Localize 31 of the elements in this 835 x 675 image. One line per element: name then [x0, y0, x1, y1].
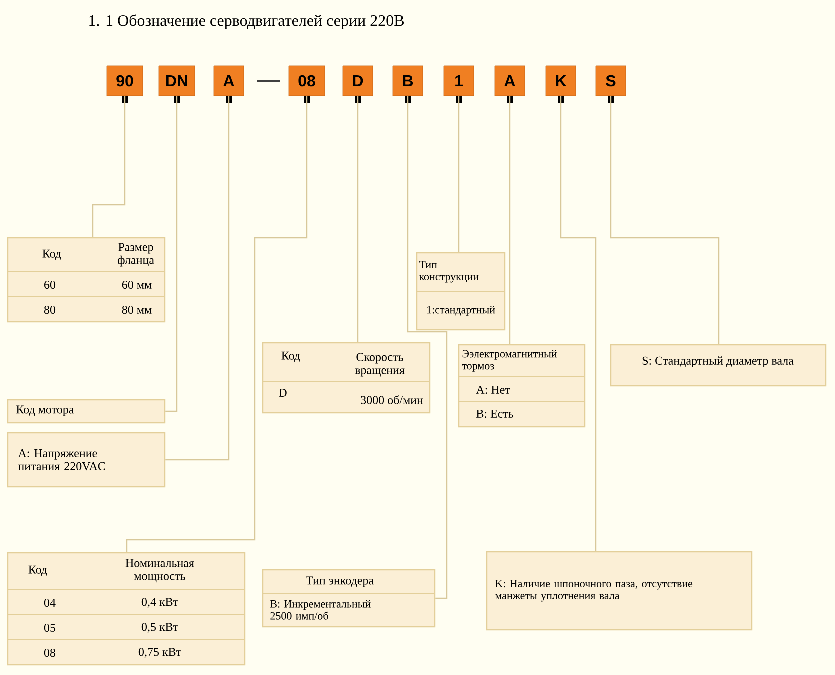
title: 1. 1 Обозначение серводвигателей серии 220В — [90, 14, 404, 30]
code-box: B — [392, 66, 424, 103]
code-box: 08 — [288, 66, 326, 103]
leader-line — [610, 96, 720, 344]
leader-line — [357, 96, 359, 342]
code-box: 1 — [444, 66, 474, 103]
leader-line — [166, 96, 178, 412]
leader-line — [126, 96, 308, 552]
leader-line — [458, 96, 460, 252]
info-table: Код мотора — [7, 399, 166, 424]
code-box: 90 — [106, 66, 144, 103]
leader-line — [560, 96, 597, 552]
leader-line — [407, 96, 448, 600]
info-table: Ээлектромагнитный тормоз A: Нет B: Есть — [458, 344, 586, 428]
info-table: Код Номинальная мощность 04 0,4 кВт 05 0,5 кВт 08 0,75 кВт — [7, 552, 246, 666]
info-table: S: Стандартный диаметр вала — [610, 344, 827, 387]
info-table: Код Размер фланца 60 60 мм 80 80 мм — [7, 237, 166, 323]
leader-line — [92, 96, 126, 238]
info-table: Код Скорость вращения D 3000 об/мин — [262, 342, 431, 414]
info-table: Тип энкодера B: Инкрементальный 2500 имп/об — [262, 569, 436, 628]
code-box: A — [494, 66, 526, 103]
info-table: K: Наличие шпоночного паза, отсутствие манжеты уплотнения вала — [486, 551, 753, 631]
code-box: S — [596, 66, 626, 103]
leader-line — [166, 96, 230, 461]
info-table: A: Напряжение питания 220VAC — [7, 432, 166, 488]
code-box: DN — [158, 66, 196, 103]
code-box: K — [546, 66, 576, 103]
info-table: Тип конструкции 1:стандартный — [416, 252, 506, 331]
leader-line — [509, 96, 511, 344]
code-box: D — [342, 66, 374, 103]
code-box: A — [214, 66, 244, 103]
